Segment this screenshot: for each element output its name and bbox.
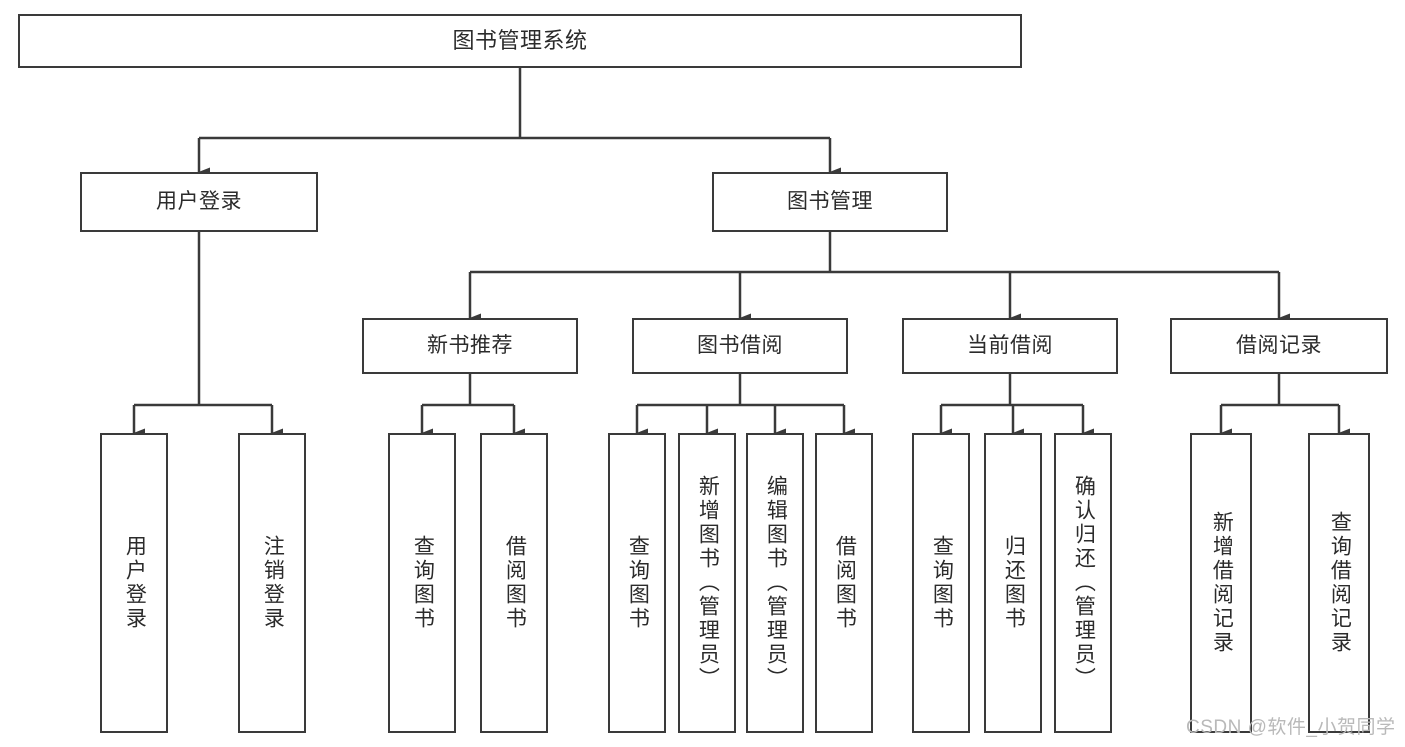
node-leaf-add-book[interactable]: 新增图书（管理员） — [678, 433, 736, 733]
node-label: 图书借阅 — [697, 333, 783, 357]
node-borrow-record[interactable]: 借阅记录 — [1170, 318, 1388, 374]
node-leaf-return-book[interactable]: 归还图书 — [984, 433, 1042, 733]
node-leaf-confirm-return[interactable]: 确认归还（管理员） — [1054, 433, 1112, 733]
node-current-borrow[interactable]: 当前借阅 — [902, 318, 1118, 374]
node-label: 借阅图书 — [833, 535, 857, 631]
node-leaf-edit-book[interactable]: 编辑图书（管理员） — [746, 433, 804, 733]
node-label: 查询图书 — [930, 535, 954, 631]
node-label: 用户登录 — [156, 189, 242, 213]
node-label: 查询图书 — [626, 535, 650, 631]
node-label: 查询图书 — [411, 535, 435, 631]
node-leaf-add-record[interactable]: 新增借阅记录 — [1190, 433, 1252, 733]
node-leaf-logout[interactable]: 注销登录 — [238, 433, 306, 733]
node-leaf-query-record[interactable]: 查询借阅记录 — [1308, 433, 1370, 733]
node-label: 借阅图书 — [503, 535, 527, 631]
node-user-login[interactable]: 用户登录 — [80, 172, 318, 232]
node-label: 新增借阅记录 — [1210, 511, 1234, 655]
node-leaf-query-book-c[interactable]: 查询图书 — [912, 433, 970, 733]
node-label: 用户登录 — [123, 535, 147, 631]
node-label: 确认归还（管理员） — [1072, 475, 1096, 691]
node-label: 图书管理系统 — [452, 28, 588, 54]
node-label: 编辑图书（管理员） — [764, 475, 788, 691]
node-leaf-borrow-book-b[interactable]: 借阅图书 — [815, 433, 873, 733]
node-label: 新书推荐 — [427, 333, 513, 357]
node-root[interactable]: 图书管理系统 — [18, 14, 1022, 68]
node-label: 注销登录 — [261, 535, 285, 631]
connector-layer — [132, 68, 1350, 438]
watermark-text: CSDN @软件_小贺同学 — [1186, 717, 1396, 738]
node-label: 当前借阅 — [967, 333, 1053, 357]
node-leaf-borrow-book-a[interactable]: 借阅图书 — [480, 433, 548, 733]
node-leaf-query-book-b[interactable]: 查询图书 — [608, 433, 666, 733]
node-label: 新增图书（管理员） — [696, 475, 720, 691]
node-label: 查询借阅记录 — [1328, 511, 1352, 655]
node-leaf-query-book-a[interactable]: 查询图书 — [388, 433, 456, 733]
node-label: 图书管理 — [787, 189, 873, 213]
node-book-manage[interactable]: 图书管理 — [712, 172, 948, 232]
node-new-book-rec[interactable]: 新书推荐 — [362, 318, 578, 374]
node-label: 借阅记录 — [1236, 333, 1322, 357]
node-leaf-user-login[interactable]: 用户登录 — [100, 433, 168, 733]
node-label: 归还图书 — [1002, 535, 1026, 631]
node-book-borrow[interactable]: 图书借阅 — [632, 318, 848, 374]
